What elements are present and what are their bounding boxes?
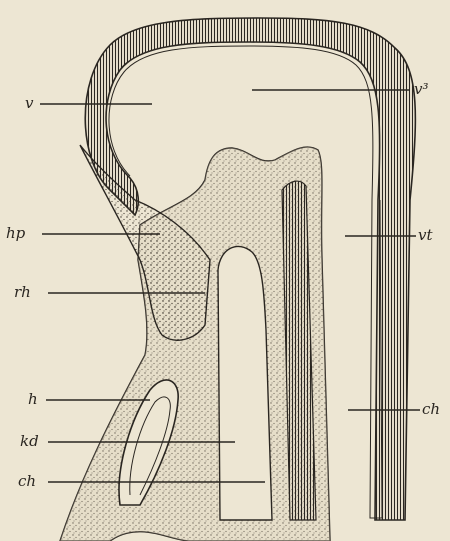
svg-text:ch: ch bbox=[18, 472, 36, 490]
svg-text:ch: ch bbox=[422, 400, 440, 418]
svg-text:rh: rh bbox=[14, 283, 31, 301]
svg-text:v: v bbox=[25, 94, 34, 112]
svg-text:vt: vt bbox=[418, 226, 433, 244]
svg-text:kd: kd bbox=[20, 432, 39, 450]
hypophysis-pouch bbox=[80, 145, 210, 340]
svg-text:v³: v³ bbox=[414, 80, 429, 98]
svg-text:hp: hp bbox=[6, 224, 26, 242]
svg-text:h: h bbox=[28, 390, 38, 408]
